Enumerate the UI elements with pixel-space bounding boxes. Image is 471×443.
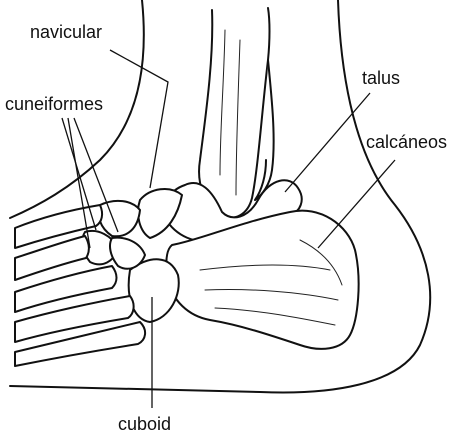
calcaneos-label: calcáneos	[366, 132, 447, 152]
calcaneos-leader-line	[318, 160, 395, 248]
cuneiform-bone-3	[110, 238, 145, 269]
talus-label: talus	[362, 68, 400, 88]
tibia-bone	[199, 8, 269, 218]
talus-leader-line	[285, 93, 370, 192]
navicular-leader-line	[110, 50, 168, 188]
cuneiformes-label: cuneiformes	[5, 94, 103, 114]
cuboid-label: cuboid	[118, 414, 171, 434]
cuboid-bone	[129, 259, 179, 322]
navicular-label: navicular	[30, 22, 102, 42]
cuneiform-bone-1	[99, 201, 141, 236]
